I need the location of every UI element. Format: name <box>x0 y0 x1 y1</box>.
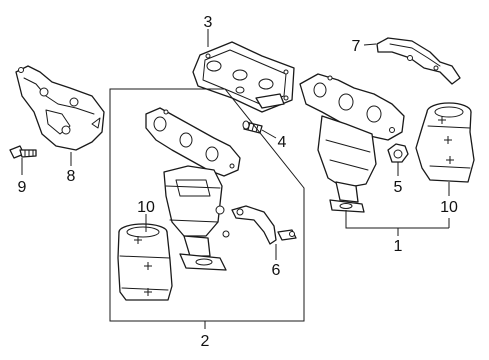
callout-5: 5 <box>394 179 403 196</box>
part-2-manifold-assembly <box>145 107 241 271</box>
leader-1 <box>345 210 449 236</box>
part-5-nut <box>387 143 409 163</box>
part-1-manifold-converter <box>299 73 405 213</box>
callout-3: 3 <box>204 14 213 31</box>
part-9-bolt <box>9 145 37 159</box>
callout-8: 8 <box>67 168 76 185</box>
part-7-upper-heat-shield <box>376 37 461 85</box>
part-6-bracket <box>231 205 297 245</box>
callout-9: 9 <box>18 179 27 196</box>
leader-4 <box>261 129 277 139</box>
part-3-manifold-gasket <box>192 41 295 113</box>
leader-7 <box>363 43 377 46</box>
callout-labels: 3 4 7 8 9 5 10 6 10 1 2 <box>18 14 458 350</box>
callout-10-right: 10 <box>440 199 458 216</box>
part-8-heat-shield <box>15 65 105 151</box>
callout-6: 6 <box>272 262 281 279</box>
callout-7: 7 <box>352 38 361 55</box>
callout-1: 1 <box>394 238 403 255</box>
part-10-clamp-shield-right <box>415 102 475 183</box>
callout-10-left: 10 <box>137 199 155 216</box>
callout-4: 4 <box>278 134 287 151</box>
leader-lines <box>21 29 450 329</box>
part-10-clamp-shield-left <box>117 223 173 301</box>
part-2-group-frame <box>109 88 305 322</box>
callout-2: 2 <box>201 333 210 350</box>
